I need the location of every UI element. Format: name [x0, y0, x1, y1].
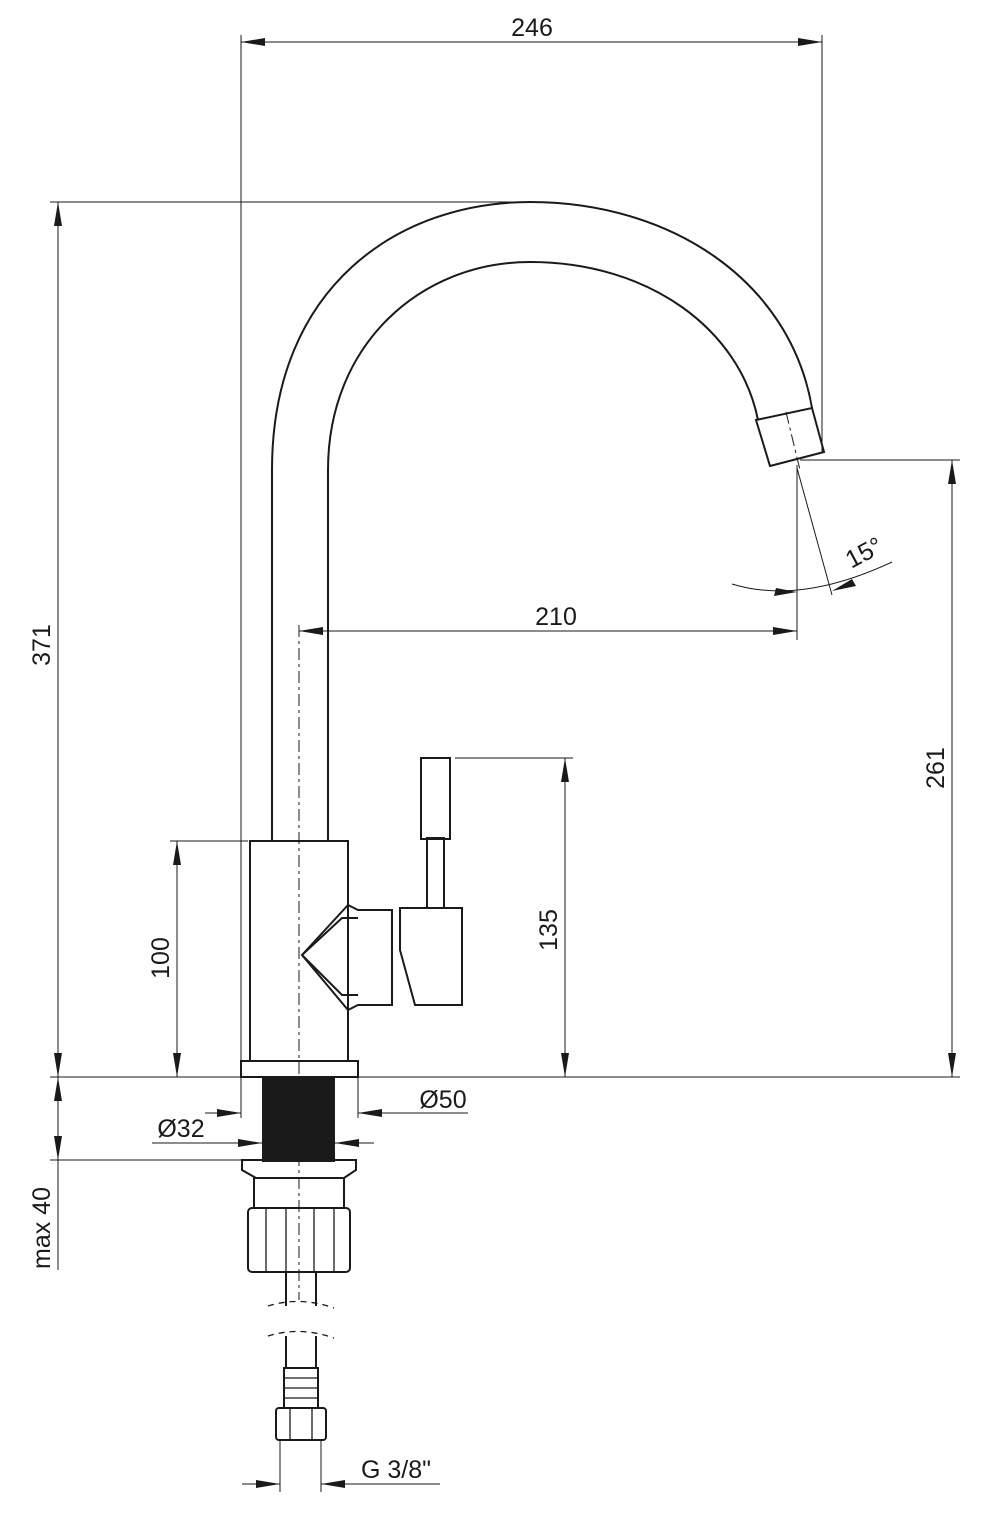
overall-height-label: 371	[28, 624, 56, 666]
overall-width-label: 246	[511, 14, 553, 42]
connection-thread-label: G 3/8"	[361, 1456, 431, 1484]
center-lines	[298, 411, 801, 1300]
spout-reach-label: 210	[535, 603, 577, 631]
spout-inner	[327, 260, 759, 840]
spout-clearance-label: 261	[922, 747, 950, 789]
cartridge-housing-2	[347, 904, 393, 1011]
base-diameter-label: Ø50	[419, 1086, 466, 1114]
aerator	[754, 406, 826, 468]
body-height-label: 100	[147, 937, 175, 979]
dimension-lines: 246 371 261 210 15° 135	[28, 14, 960, 1492]
hose-break-1	[267, 1300, 335, 1309]
lever-height-label: 135	[535, 909, 563, 951]
faucet-outline	[240, 200, 826, 1441]
cartridge-inner-2	[301, 954, 358, 996]
hose-nut	[275, 1407, 327, 1441]
lever-grip	[420, 757, 451, 840]
cartridge-inner	[301, 917, 358, 956]
counter-thickness-label: max 40	[28, 1187, 56, 1269]
outlet-axis	[785, 411, 801, 471]
spout-angle-label: 15°	[841, 532, 888, 574]
handle-block	[399, 907, 463, 1006]
hose-break-2	[267, 1330, 335, 1339]
shank-diameter-label: Ø32	[157, 1115, 204, 1143]
lever-stem	[426, 837, 445, 909]
spout-outer	[271, 200, 813, 840]
